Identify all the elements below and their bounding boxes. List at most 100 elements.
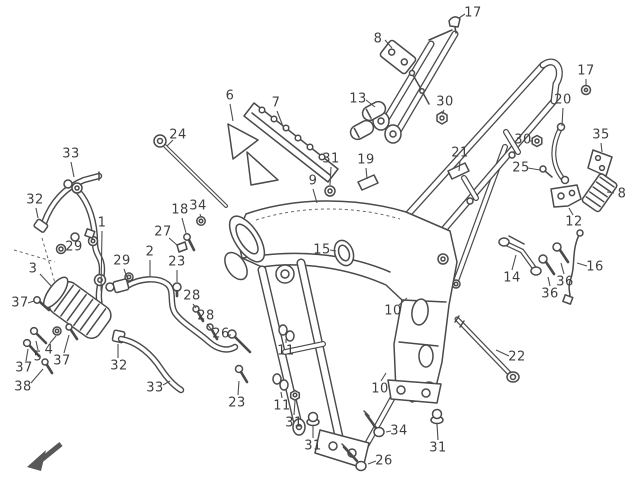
part-label-31: 31: [285, 415, 303, 431]
part-label-31: 31: [322, 151, 340, 167]
leader-line-17: [458, 13, 466, 19]
part-label-16: 16: [586, 259, 604, 275]
leader-line-6: [229, 103, 234, 122]
part-label-37: 37: [53, 353, 71, 369]
part-label-21: 21: [451, 145, 469, 161]
part-label-7: 7: [271, 95, 281, 111]
leader-line-8: [606, 191, 615, 194]
plates-6-part: [227, 123, 279, 186]
head-tube: [224, 215, 266, 281]
nut-34-part-top: [196, 216, 206, 226]
leader-line-21: [458, 160, 461, 172]
ring-17-part: [580, 84, 592, 96]
leader-line-9: [312, 188, 318, 204]
clamp-23-part-upper: [172, 282, 182, 298]
part-label-38: 38: [14, 379, 32, 395]
part-label-14: 14: [503, 270, 521, 286]
part-label-15: 15: [313, 242, 331, 258]
bolt-36-parts: [538, 242, 570, 276]
leader-line-3: [39, 273, 53, 288]
leader-line-30: [441, 109, 445, 115]
part-label-11: 11: [277, 343, 295, 359]
part-label-17: 17: [464, 5, 482, 21]
part-label-13: 13: [349, 91, 367, 107]
hook-20-part: [551, 122, 570, 185]
part-label-3: 3: [28, 261, 38, 277]
part-label-32: 32: [26, 192, 44, 208]
leader-line-20: [561, 107, 564, 127]
fasteners-left-cluster: [22, 296, 79, 375]
nut-30-part-left: [436, 111, 448, 125]
part-label-26: 26: [375, 453, 393, 469]
leader-line-37: [25, 348, 29, 362]
grommet-29-part-left: [55, 243, 67, 255]
leader-line-28: [206, 323, 212, 330]
leader-line-36: [547, 276, 551, 287]
part-label-12: 12: [565, 214, 583, 230]
leader-line-11: [280, 391, 283, 399]
part-label-37: 37: [15, 360, 33, 376]
leader-line-10: [380, 372, 387, 382]
leader-line-23: [237, 380, 240, 396]
direction-arrow-icon: [27, 442, 63, 471]
leader-line-34: [199, 213, 202, 218]
canister-3-part: [42, 273, 115, 339]
stay-14-part: [498, 235, 542, 276]
leader-line-4: [49, 335, 57, 344]
part-label-27: 27: [154, 224, 172, 240]
right-side-parts: [454, 84, 618, 383]
part-label-37: 37: [11, 295, 29, 311]
leader-line-32: [35, 207, 39, 219]
part-label-4: 4: [44, 342, 54, 358]
plate-7-part: [243, 102, 339, 183]
junction-fittings: [70, 228, 99, 247]
part-label-29: 29: [113, 253, 131, 269]
part-label-11: 11: [273, 398, 291, 414]
screw-25-part: [539, 165, 553, 178]
bolt-34-part-lower: [363, 410, 385, 438]
leader-line-35: [600, 142, 603, 153]
leader-line-16: [576, 262, 588, 267]
leader-line-27: [168, 237, 178, 246]
part-label-8: 8: [617, 186, 627, 202]
part-label-1: 1: [97, 215, 107, 231]
part-label-22: 22: [508, 349, 526, 365]
part-label-9: 9: [308, 173, 318, 189]
bottom-fasteners: [234, 324, 444, 472]
part-label-33: 33: [62, 146, 80, 162]
washers-11-parts: [272, 324, 295, 391]
cap-nut-17-part: [448, 16, 461, 34]
bolt-24-part: [153, 134, 228, 208]
part-label-36: 36: [541, 286, 559, 302]
screw-18-part: [183, 233, 196, 252]
part-label-20: 20: [554, 92, 572, 108]
leader-line-29: [123, 268, 129, 281]
part-label-34: 34: [390, 423, 408, 439]
hose-1-part: [63, 179, 106, 313]
pin-27-part: [176, 241, 188, 253]
nut-30-part-right: [531, 134, 543, 148]
part-label-28: 28: [197, 308, 215, 324]
leader-lines: [25, 13, 615, 465]
hose-33-upper: [40, 171, 103, 227]
leader-line-31: [436, 423, 439, 441]
leader-line-12: [568, 207, 574, 216]
part-label-19: 19: [357, 152, 375, 168]
part-label-17: 17: [577, 63, 595, 79]
leader-line-28: [192, 303, 197, 309]
part-label-29: 29: [65, 239, 83, 255]
leader-line-18: [181, 217, 187, 234]
bolt-26-part-left: [227, 329, 252, 354]
leader-line-38: [30, 368, 44, 384]
part-label-23: 23: [228, 395, 246, 411]
stub-32-part-upper: [33, 218, 49, 233]
leader-line-34: [385, 430, 392, 433]
part-label-5: 5: [33, 349, 43, 365]
part-label-10: 10: [371, 381, 389, 397]
part-label-28: 28: [183, 288, 201, 304]
leader-line-8: [384, 39, 393, 49]
leader-line-24: [166, 139, 174, 147]
part-label-33: 33: [146, 380, 164, 396]
part-label-26: 26: [212, 326, 230, 342]
